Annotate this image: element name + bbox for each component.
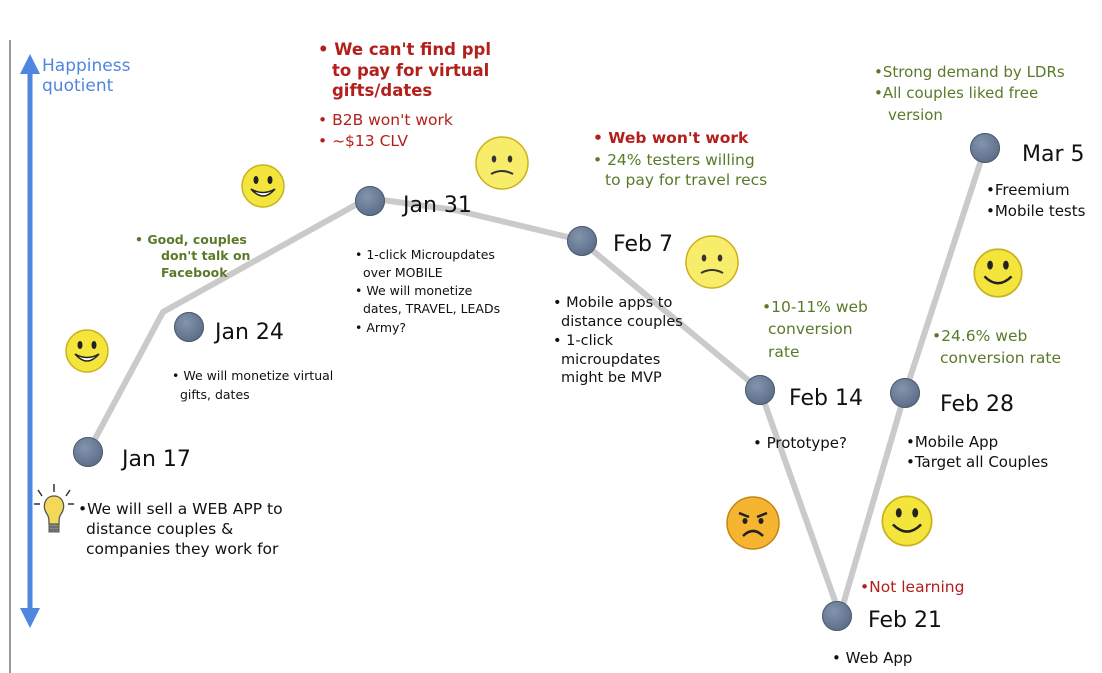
axis-label-line1: Happiness	[42, 56, 131, 76]
note-line: over MOBILE	[363, 265, 443, 281]
feedback-line: version	[888, 105, 943, 124]
feedback-line: conversion	[768, 320, 853, 339]
feedback-feb14-conversion: •10-11% web conversion rate	[762, 296, 868, 363]
happy-face-icon	[881, 495, 933, 547]
note-line: companies they work for	[86, 540, 279, 559]
note-line: •Freemium	[986, 181, 1070, 199]
milestone-date-feb21: Feb 21	[868, 608, 942, 633]
milestone-date-feb7: Feb 7	[613, 232, 673, 257]
happy-face-icon	[65, 329, 109, 373]
milestone-notes-jan17: •We will sell a WEB APP to distance coup…	[78, 499, 283, 559]
feedback-line: gifts/dates	[332, 81, 433, 101]
feedback-line: •All couples liked free	[874, 84, 1039, 103]
milestone-notes-feb28: •Mobile App •Target all Couples	[906, 432, 1048, 473]
feedback-feb28-conversion: •24.6% web conversion rate	[932, 325, 1061, 370]
happy-face-icon	[973, 248, 1023, 298]
note-line: distance couples &	[86, 520, 234, 539]
note-line: •Mobile App	[906, 433, 999, 451]
feedback-feb7-bad: • Web won't work	[593, 129, 749, 147]
note-line: might be MVP	[561, 370, 662, 387]
feedback-line: to pay for travel recs	[605, 171, 768, 190]
note-line: •Target all Couples	[906, 453, 1049, 472]
milestone-node-jan17	[73, 437, 103, 467]
timeline-path	[85, 145, 988, 618]
milestone-node-jan24	[174, 312, 204, 342]
milestone-date-jan24: Jan 24	[215, 320, 284, 345]
milestone-notes-feb21: • Web App	[832, 649, 913, 668]
milestone-date-feb28: Feb 28	[940, 392, 1014, 417]
axis-label-line2: quotient	[42, 76, 114, 97]
feedback-not-learning: •Not learning	[860, 578, 965, 596]
lightbulb-icon	[34, 484, 74, 533]
note-line: distance couples	[561, 313, 683, 330]
feedback-mar5-demand: •Strong demand by LDRs •All couples like…	[874, 62, 1065, 126]
milestone-node-feb7	[567, 226, 597, 256]
feedback-line: •24.6% web	[932, 327, 1028, 345]
milestone-node-jan31	[355, 186, 385, 216]
happiness-axis-arrow	[20, 54, 40, 628]
milestone-notes-mar5: •Freemium •Mobile tests	[986, 180, 1085, 222]
feedback-feb7-green: • 24% testers willing to pay for travel …	[593, 150, 767, 190]
feedback-line: • We can't find ppl	[318, 40, 491, 59]
milestone-date-jan31: Jan 31	[403, 193, 472, 218]
note-line: • 1-click Microupdates	[355, 247, 495, 262]
happy-face-icon	[241, 164, 285, 208]
neutral-face-icon	[475, 136, 529, 190]
note-line: microupdates	[561, 351, 661, 368]
milestone-notes-jan24: • We will monetize virtual gifts, dates	[172, 367, 333, 405]
note-line: • Army?	[355, 319, 407, 335]
milestone-node-mar5	[970, 133, 1000, 163]
note-line: • We will monetize virtual	[172, 368, 334, 383]
feedback-line: • 24% testers willing	[593, 151, 755, 169]
angry-face-icon	[726, 496, 780, 550]
note-line: •We will sell a WEB APP to	[78, 500, 283, 518]
milestone-notes-feb14: • Prototype?	[753, 434, 847, 453]
milestone-date-jan17: Jan 17	[122, 447, 191, 472]
feedback-jan31-bad: • We can't find ppl to pay for virtual g…	[318, 40, 491, 102]
feedback-line: Facebook	[161, 264, 228, 280]
note-line: gifts, dates	[180, 386, 250, 402]
feedback-line: • Good, couples	[135, 232, 247, 247]
note-line: • Prototype?	[753, 434, 847, 452]
milestone-date-mar5: Mar 5	[1022, 142, 1085, 167]
feedback-line: •Strong demand by LDRs	[874, 63, 1065, 81]
neutral-face-icon	[685, 235, 739, 289]
milestone-notes-jan31: • 1-click Microupdates over MOBILE • We …	[355, 246, 500, 337]
feedback-line: •10-11% web	[762, 298, 868, 316]
feedback-line: conversion rate	[940, 349, 1062, 368]
milestone-date-feb14: Feb 14	[789, 386, 863, 411]
feedback-line: don't talk on	[161, 248, 251, 264]
note-line: • We will monetize	[355, 283, 473, 299]
milestone-notes-feb7: • Mobile apps to distance couples • 1-cl…	[553, 294, 683, 388]
axis-label: Happiness quotient	[42, 56, 130, 97]
feedback-jan31-bad-regular: • B2B won't work • ~$13 CLV	[318, 110, 453, 152]
feedback-line: rate	[768, 342, 800, 361]
feedback-line: • ~$13 CLV	[318, 131, 408, 150]
feedback-good-couples: • Good, couples don't talk on Facebook	[135, 232, 250, 281]
note-line: • 1-click	[553, 332, 614, 349]
feedback-line: to pay for virtual	[332, 60, 490, 80]
note-line: •Mobile tests	[986, 202, 1086, 220]
note-line: dates, TRAVEL, LEADs	[363, 301, 501, 317]
milestone-node-feb21	[822, 601, 852, 631]
feedback-line: • B2B won't work	[318, 111, 453, 129]
milestone-node-feb28	[890, 378, 920, 408]
milestone-node-feb14	[745, 375, 775, 405]
note-line: • Web App	[832, 649, 913, 667]
note-line: • Mobile apps to	[553, 295, 673, 311]
